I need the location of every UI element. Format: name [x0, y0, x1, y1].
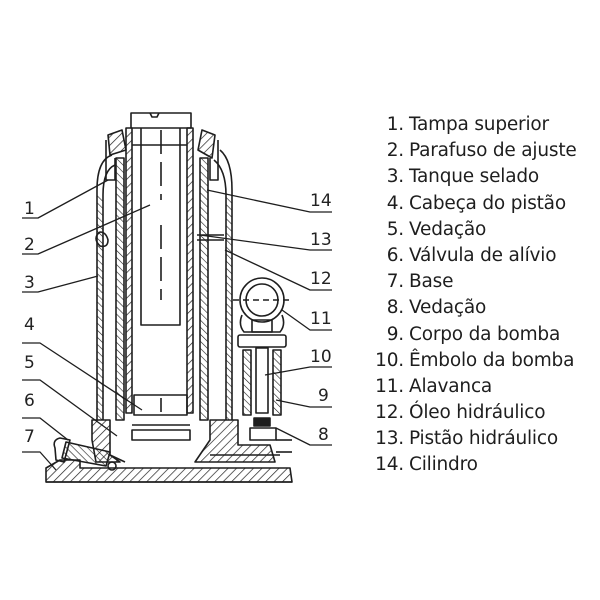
legend-item: 12.Óleo hidráulico: [372, 400, 598, 426]
legend-item-label: Cilindro: [409, 454, 478, 476]
callout-13: 13: [310, 230, 332, 250]
legend-item: 13.Pistão hidráulico: [372, 426, 598, 452]
legend-item: 10.Êmbolo da bomba: [372, 348, 598, 374]
callout-5: 5: [24, 353, 35, 373]
legend-item: 3.Tanque selado: [372, 164, 598, 190]
legend-item-label: Êmbolo da bomba: [409, 349, 575, 371]
callout-2: 2: [24, 235, 35, 255]
callout-10: 10: [310, 347, 332, 367]
base: [45, 459, 293, 483]
callout-6: 6: [24, 391, 35, 411]
piston-head: [131, 394, 191, 441]
leader-lines: [22, 179, 332, 471]
legend-item: 6.Válvula de alívio: [372, 243, 598, 269]
legend-item-label: Parafuso de ajuste: [409, 140, 577, 162]
legend-item-label: Cabeça do pistão: [409, 192, 566, 214]
pump: [210, 277, 292, 456]
legend-item: 11.Alavanca: [372, 374, 598, 400]
callout-11: 11: [310, 309, 332, 329]
legend-item-label: Corpo da bomba: [409, 323, 561, 345]
legend-item-number: 11.: [375, 375, 404, 397]
callout-numbers-left: 1 2 3 4 5 6 7: [24, 199, 35, 447]
cylinder: [115, 157, 209, 421]
top-cap: [105, 129, 219, 181]
legend-item-number: 9.: [386, 323, 404, 345]
legend-item-number: 14.: [375, 454, 404, 476]
callout-9: 9: [318, 386, 329, 406]
right-body-block: [194, 419, 276, 463]
legend-item: 4.Cabeça do pistão: [372, 191, 598, 217]
legend-item: 9.Corpo da bomba: [372, 322, 598, 348]
legend-item-label: Tanque selado: [409, 166, 539, 188]
legend-item-number: 13.: [375, 428, 404, 450]
legend-item-number: 6.: [386, 244, 404, 266]
legend-item-label: Vedação: [409, 218, 487, 240]
hydraulic-piston: [125, 127, 194, 414]
callout-14: 14: [310, 191, 332, 211]
legend-item: 14.Cilindro: [372, 452, 598, 478]
legend-item-label: Tampa superior: [409, 114, 549, 135]
legend-item: 7.Base: [372, 269, 598, 295]
legend-item: 1.Tampa superior: [372, 112, 598, 138]
legend-item-label: Base: [409, 271, 454, 293]
legend-item: 2.Parafuso de ajuste: [372, 138, 598, 164]
legend-item: 8.Vedação: [372, 295, 598, 321]
legend-item-number: 12.: [375, 402, 404, 424]
legend-item-number: 3.: [386, 166, 404, 188]
legend-item: 5.Vedação: [372, 217, 598, 243]
legend-item-number: 8.: [386, 297, 404, 319]
callout-12: 12: [310, 269, 332, 289]
callout-numbers-right: 14 13 12 11 10 9 8: [310, 191, 332, 445]
adjust-screw-knob: [95, 231, 109, 248]
legend-item-label: Pistão hidráulico: [409, 428, 558, 450]
legend-item-number: 7.: [386, 271, 404, 293]
callout-7: 7: [24, 427, 35, 447]
callout-8: 8: [318, 425, 329, 445]
adjust-screw: [130, 112, 192, 326]
legend-item-number: 4.: [386, 192, 404, 214]
callout-4: 4: [24, 315, 35, 335]
callout-1: 1: [24, 199, 35, 219]
legend-item-number: 10.: [375, 349, 404, 371]
legend-item-label: Alavanca: [409, 375, 493, 397]
legend-item-label: Válvula de alívio: [409, 244, 557, 266]
callout-3: 3: [24, 273, 35, 293]
legend-item-number: 2.: [386, 140, 404, 162]
legend-item-number: 5.: [386, 218, 404, 240]
legend-item-label: Vedação: [409, 297, 487, 319]
legend-item-label: Óleo hidráulico: [409, 402, 546, 424]
release-valve: [53, 437, 126, 471]
legend-item-number: 1.: [386, 114, 404, 135]
